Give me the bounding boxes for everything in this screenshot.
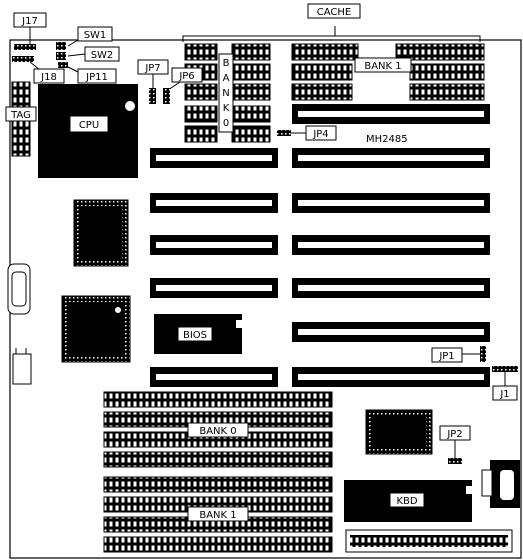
jp4-header bbox=[277, 130, 291, 136]
j18-label: J18 bbox=[40, 72, 57, 83]
bios-label: BIOS bbox=[183, 330, 207, 341]
jp2-label: JP2 bbox=[446, 429, 462, 440]
cache-bank0-letter: K bbox=[223, 103, 230, 114]
simm-bank0-label: BANK 0 bbox=[199, 426, 236, 437]
jp11-label: JP11 bbox=[85, 72, 108, 83]
simm-sockets bbox=[103, 391, 333, 553]
j1-header bbox=[492, 366, 518, 372]
cache-bank0-letter: N bbox=[222, 88, 229, 99]
sw2-label: SW2 bbox=[91, 50, 114, 61]
cache-bank0-letter: A bbox=[223, 73, 230, 84]
simm-bank1-label: BANK 1 bbox=[199, 510, 236, 521]
sw1-switch bbox=[56, 42, 66, 50]
tag-label: TAG bbox=[10, 110, 31, 121]
kbd-label: KBD bbox=[396, 496, 417, 507]
cache-label: CACHE bbox=[317, 7, 351, 18]
jp6-header bbox=[163, 88, 170, 104]
j17-header bbox=[14, 44, 36, 50]
jp7-header bbox=[149, 88, 156, 104]
sw1-label: SW1 bbox=[84, 30, 107, 41]
crystal bbox=[12, 353, 32, 385]
cache-bank1-label: BANK 1 bbox=[364, 61, 401, 72]
j17-label: J17 bbox=[21, 16, 38, 27]
j1-label: J1 bbox=[499, 389, 509, 400]
jp1-label: JP1 bbox=[438, 351, 454, 362]
jp2-header bbox=[448, 458, 462, 464]
cpu-label: CPU bbox=[79, 120, 99, 131]
j18-header bbox=[12, 56, 34, 62]
jp7-label: JP7 bbox=[144, 63, 160, 74]
cache-bracket bbox=[182, 35, 481, 42]
cache-bank0-letter: B bbox=[223, 58, 230, 69]
jp6-label: JP6 bbox=[178, 71, 194, 82]
cache-bank0-letter: 0 bbox=[223, 118, 229, 129]
left-component bbox=[7, 263, 31, 315]
sw2-switch bbox=[56, 52, 66, 60]
jp4-label: JP4 bbox=[312, 129, 328, 140]
expansion-slots bbox=[150, 104, 490, 387]
model-label: MH2485 bbox=[366, 134, 408, 145]
jp11-header bbox=[58, 62, 68, 68]
jp1-header bbox=[480, 346, 486, 362]
